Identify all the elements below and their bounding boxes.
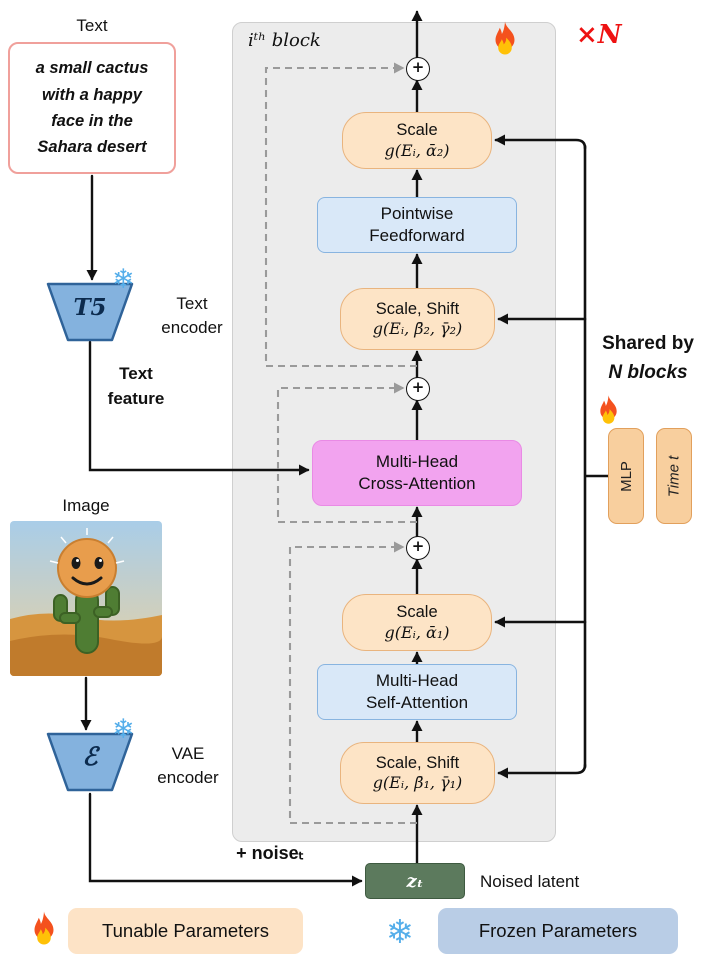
- times-n-label: ×N: [576, 20, 622, 50]
- latent-symbol: zₜ: [406, 870, 424, 892]
- scale-alpha2-title: Scale: [396, 121, 438, 140]
- shared-by-line2: N blocks: [608, 361, 688, 383]
- shared-by-line1: Shared by: [602, 333, 694, 354]
- prompt-box: a small cactus with a happy face in the …: [8, 42, 176, 174]
- text-encoder-label: Text encoder: [146, 292, 238, 340]
- scale-shift2-formula: g(Eᵢ, β̄₂, γ̄₂): [372, 319, 463, 339]
- snowflake-icon: ❄: [386, 912, 414, 951]
- prompt-line1: a small cactus: [35, 59, 149, 78]
- self-attention-box: Multi-Head Self-Attention: [317, 664, 517, 720]
- self-attention-line2: Self-Attention: [365, 693, 469, 712]
- plus-junction-top: +: [406, 57, 430, 81]
- scale-shift2-box: Scale, Shift g(Eᵢ, β̄₂, γ̄₂): [340, 288, 495, 350]
- flame-icon: [34, 911, 54, 945]
- snowflake-icon: ❄: [112, 714, 135, 745]
- plus-junction-mid: +: [406, 377, 430, 401]
- flame-icon: [495, 21, 515, 55]
- cross-attention-line1: Multi-Head: [375, 451, 459, 471]
- legend-frozen-label: Frozen Parameters: [478, 920, 638, 941]
- vae-encoder-label-line1: VAE: [171, 744, 205, 763]
- vae-encoder-label-line2: encoder: [157, 767, 219, 787]
- pointwise-feedforward-box: Pointwise Feedforward: [317, 197, 517, 253]
- scale-alpha1-title: Scale: [396, 603, 438, 622]
- noise-label: + noiseₜ: [236, 843, 304, 863]
- t5-encoder: [46, 282, 134, 342]
- scale-shift1-formula: g(Eᵢ, β̄₁, γ̄₁): [372, 773, 463, 793]
- t5-symbol: T5: [73, 294, 107, 321]
- latent-box: zₜ: [365, 863, 465, 899]
- ffn-line2: Feedforward: [369, 226, 465, 245]
- scale-alpha2-formula: g(Eᵢ, ᾱ₂): [384, 140, 450, 160]
- scale-alpha1-formula: g(Eᵢ, ᾱ₁): [384, 622, 450, 642]
- text-feature-line1: Text: [119, 364, 153, 383]
- cross-attention-box: Multi-Head Cross-Attention: [312, 440, 522, 506]
- cactus-image: [10, 521, 162, 676]
- snowflake-icon: ❄: [112, 264, 135, 295]
- vae-symbol: ℰ: [82, 742, 98, 771]
- text-feature-line2: feature: [107, 388, 165, 408]
- prompt-line4: Sahara desert: [37, 138, 147, 157]
- prompt-label: Text: [76, 16, 108, 35]
- prompt-line2: with a happy: [42, 85, 142, 104]
- self-attention-line1: Multi-Head: [375, 670, 459, 690]
- time-box: Time t: [656, 428, 692, 524]
- flame-icon: [600, 395, 617, 424]
- time-label: Time t: [665, 455, 683, 497]
- shared-by-label: Shared by N blocks: [578, 330, 718, 387]
- block-title: iᵗʰ block: [248, 30, 321, 51]
- image-label: Image: [62, 496, 110, 515]
- legend-tunable-box: Tunable Parameters: [68, 908, 303, 954]
- legend-frozen-box: Frozen Parameters: [438, 908, 678, 954]
- scale-alpha2-box: Scale g(Eᵢ, ᾱ₂): [342, 112, 492, 169]
- text-encoder-label-line1: Text: [176, 294, 208, 313]
- mlp-label: MLP: [617, 460, 635, 492]
- prompt-line3: face in the: [51, 112, 133, 130]
- text-encoder-label-line2: encoder: [161, 317, 223, 337]
- mlp-box: MLP: [608, 428, 644, 524]
- vae-encoder-label: VAE encoder: [142, 742, 234, 790]
- legend-tunable-label: Tunable Parameters: [102, 920, 269, 941]
- scale-alpha1-box: Scale g(Eᵢ, ᾱ₁): [342, 594, 492, 651]
- plus-junction-bottom: +: [406, 536, 430, 560]
- scale-shift1-title: Scale, Shift: [375, 753, 460, 772]
- vae-encoder: [46, 732, 134, 792]
- scale-shift1-box: Scale, Shift g(Eᵢ, β̄₁, γ̄₁): [340, 742, 495, 804]
- ffn-line1: Pointwise: [380, 203, 454, 223]
- text-feature-label: Text feature: [96, 362, 176, 411]
- scale-shift2-title: Scale, Shift: [375, 299, 460, 318]
- noised-latent-label: Noised latent: [480, 872, 580, 891]
- cross-attention-line2: Cross-Attention: [358, 474, 476, 493]
